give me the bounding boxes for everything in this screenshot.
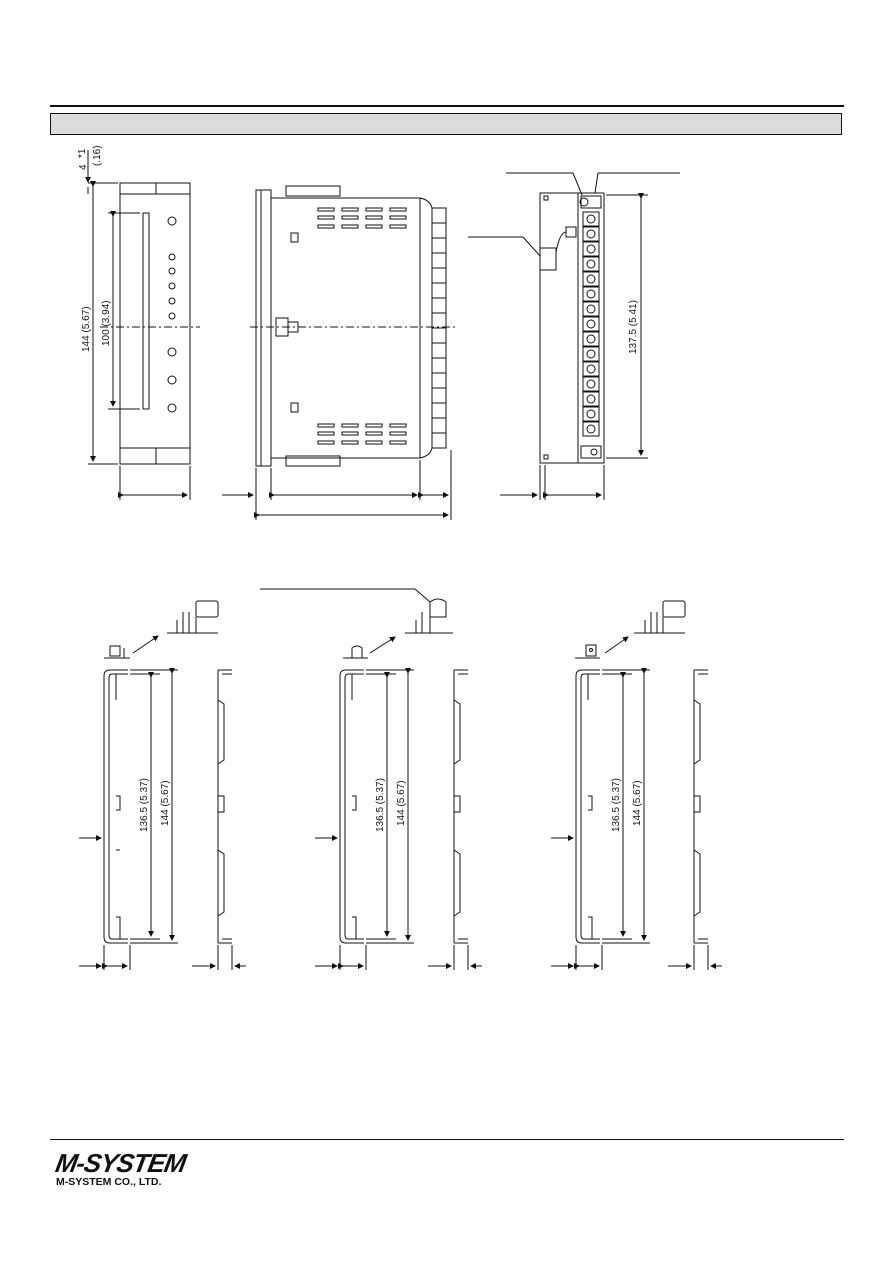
front-gap-note: *1 bbox=[77, 148, 88, 158]
logo-mark: M-SYSTEM bbox=[53, 1148, 188, 1178]
side-view bbox=[222, 185, 458, 520]
rear-height-label: 137.5 (5.41) bbox=[628, 300, 639, 354]
terminal-block-side bbox=[431, 207, 447, 449]
company-logo: M-SYSTEM M-SYSTEM CO., LTD. bbox=[53, 1148, 188, 1188]
section-title-bar bbox=[50, 113, 842, 135]
panel-cutout-3 bbox=[551, 668, 722, 970]
bracket-detail-1 bbox=[104, 600, 219, 659]
panel2-outer-label: 144 (5.67) bbox=[396, 780, 407, 826]
bracket-detail-3 bbox=[575, 600, 686, 659]
rear-view bbox=[468, 172, 680, 500]
panel3-outer-label: 144 (5.67) bbox=[632, 780, 643, 826]
panel1-outer-label: 144 (5.67) bbox=[160, 780, 171, 826]
front-gap-inch: (.16) bbox=[92, 145, 103, 166]
footer-rule bbox=[50, 1139, 844, 1140]
panel1-inner-label: 136.5 (5.37) bbox=[139, 778, 150, 832]
front-view bbox=[85, 150, 200, 500]
vent-slots-bottom bbox=[317, 423, 407, 445]
panel2-inner-label: 136.5 (5.37) bbox=[375, 778, 386, 832]
terminal-screws-rear bbox=[582, 211, 600, 437]
vent-slots-top bbox=[317, 207, 407, 229]
panel-cutout-1 bbox=[79, 668, 246, 970]
bracket-detail-2 bbox=[260, 588, 453, 659]
top-rule bbox=[50, 105, 844, 107]
panel3-inner-label: 136.5 (5.37) bbox=[611, 778, 622, 832]
front-gap-label: 4 bbox=[78, 164, 89, 170]
company-name: M-SYSTEM CO., LTD. bbox=[56, 1176, 162, 1188]
front-inner-height-label: 100 (3.94) bbox=[101, 300, 112, 346]
panel-cutout-2 bbox=[315, 668, 482, 970]
front-height-label: 144 (5.67) bbox=[81, 306, 92, 352]
